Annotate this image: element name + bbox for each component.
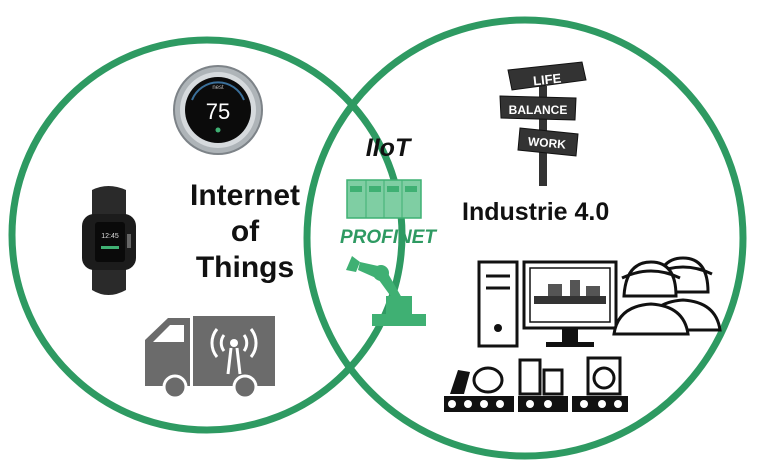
thermostat-icon: nest 75 xyxy=(173,65,263,155)
iot-title-line-3: Things xyxy=(195,251,295,284)
iot-title: Internet of Things xyxy=(170,178,320,286)
computer-icon xyxy=(477,260,618,348)
iot-title-line-1: Internet xyxy=(189,179,300,212)
right-circle xyxy=(303,16,747,460)
left-circle xyxy=(8,36,406,434)
sign-balance: BALANCE xyxy=(509,103,568,117)
sign-work: WORK xyxy=(527,134,566,151)
connected-truck-icon xyxy=(145,316,275,400)
thermostat-brand: nest xyxy=(212,85,224,91)
production-line-icon xyxy=(444,356,628,412)
fitness-time: 12:45 xyxy=(101,233,119,240)
plc-controller-icon xyxy=(346,179,422,219)
fitness-tracker-icon: 12:45 xyxy=(82,186,136,295)
iot-title-line-2: of xyxy=(230,215,260,248)
industrie-title: Industrie 4.0 xyxy=(462,198,610,226)
profinet-title: PROFINET xyxy=(339,227,437,248)
robot-arm-icon xyxy=(346,256,426,326)
sign-life: LIFE xyxy=(532,71,562,89)
iiot-title: IIoT xyxy=(365,134,411,162)
thermostat-temperature: 75 xyxy=(206,99,230,124)
workers-icon xyxy=(612,256,722,336)
signpost-icon: LIFE BALANCE WORK xyxy=(499,61,587,186)
